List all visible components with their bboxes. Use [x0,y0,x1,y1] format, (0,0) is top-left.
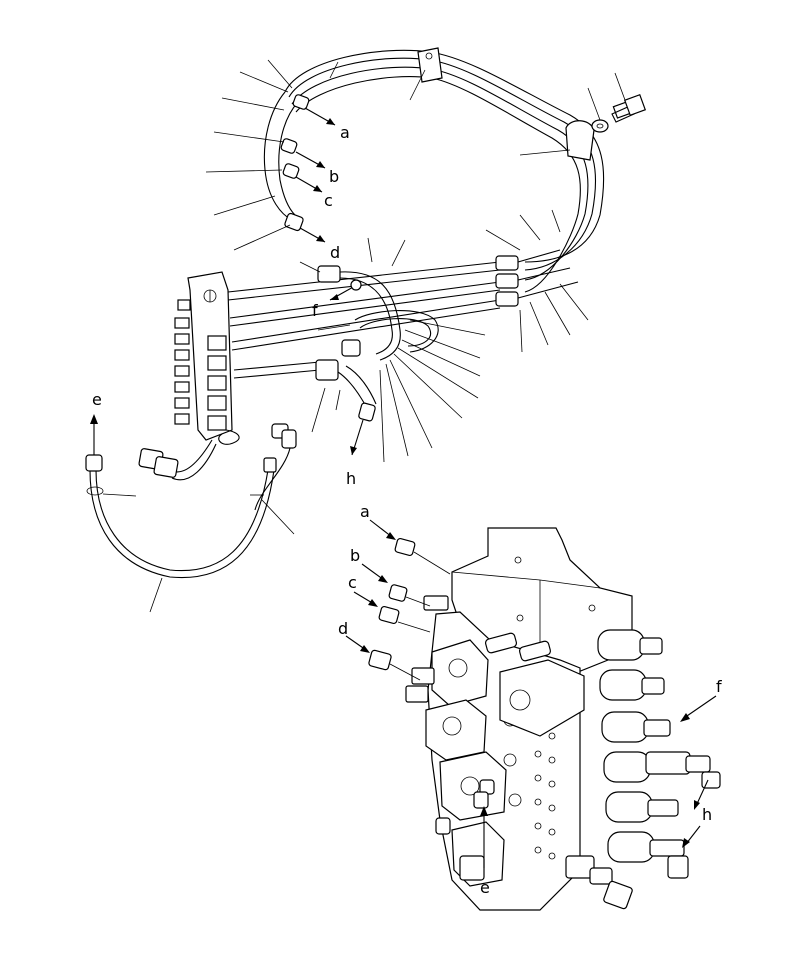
label-c-upper: c [324,191,333,210]
hydraulic-lines [227,209,589,463]
callout-arrows [345,519,717,868]
control-valve [405,527,721,911]
label-a-upper: a [340,123,350,142]
bolt-icon [611,93,647,123]
callout-labels: a b c d f e h a b c d e f h [92,123,722,897]
manifold-block [138,271,297,511]
washer-icon [591,119,609,133]
label-a-lower: a [360,502,370,521]
label-d-lower: d [338,619,348,638]
loose-fittings [368,537,451,681]
label-f-lower: f [716,677,722,696]
fitting-d [284,212,304,232]
hose-clamp-right [565,120,595,161]
label-h-upper: h [346,469,356,488]
fitting-a [292,94,310,110]
label-c-lower: c [348,573,357,592]
label-e-upper: e [92,390,102,409]
label-f-upper: f [312,301,318,320]
label-b-lower: b [350,546,360,565]
fitting-b [280,138,298,154]
label-d-upper: d [330,243,340,262]
label-e-lower: e [480,878,490,897]
fitting-c [282,163,300,179]
label-b-upper: b [329,167,339,186]
spool-caps-right [597,629,721,879]
label-h-lower: h [702,805,712,824]
hose-clamp-upper [417,47,443,83]
hose-loop-assembly [205,47,647,293]
hose-e [85,414,295,613]
